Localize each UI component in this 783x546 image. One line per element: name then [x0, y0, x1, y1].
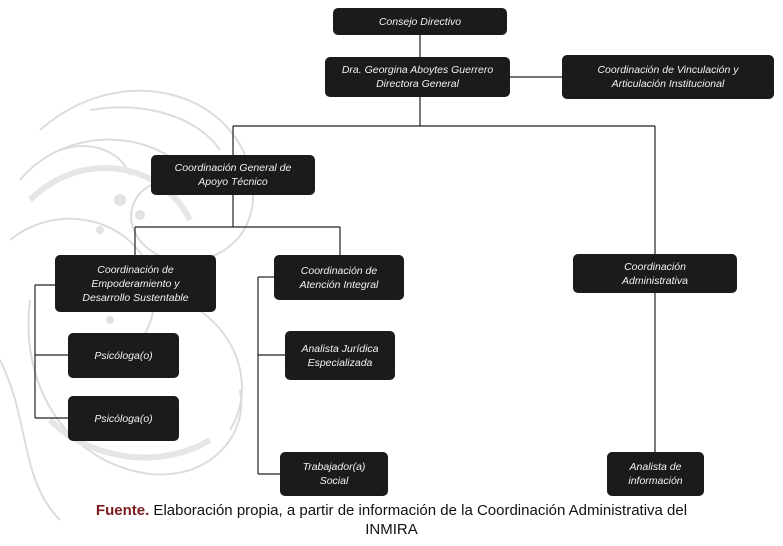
node-label: información [628, 475, 683, 487]
node-trabajador-social: Trabajador(a) Social [280, 452, 388, 496]
node-coordinacion-apoyo-tecnico: Coordinación General de Apoyo Técnico [151, 155, 315, 195]
caption-line-2: INMIRA [365, 521, 418, 538]
node-label: Apoyo Técnico [198, 176, 268, 188]
figure-caption: Fuente. Elaboración propia, a partir de … [0, 501, 783, 539]
node-psicologa-2: Psicóloga(o) [68, 396, 179, 441]
node-consejo-directivo: Consejo Directivo [333, 8, 507, 35]
node-label: Psicóloga(o) [94, 349, 153, 362]
node-label: Coordinación de [300, 264, 378, 277]
node-analista-juridica: Analista Jurídica Especializada [285, 331, 395, 380]
node-label: Coordinación General de [174, 162, 292, 174]
node-label: Analista de [629, 461, 682, 473]
node-label: Dra. Georgina Aboytes Guerrero [341, 64, 494, 76]
node-directora-general: Dra. Georgina Aboytes Guerrero Directora… [325, 57, 510, 97]
node-coordinacion-administrativa: Coordinación Administrativa [573, 254, 737, 293]
node-label: Coordinación [624, 260, 686, 273]
node-label: Analista Jurídica [301, 342, 379, 355]
caption-text: Elaboración propia, a partir de informac… [149, 502, 688, 519]
node-label: Coordinación de Vinculación y [597, 64, 739, 76]
node-label: Social [319, 475, 349, 487]
node-label: Empoderamiento y [91, 277, 180, 290]
caption-label: Fuente. [95, 502, 150, 519]
node-label: Psicóloga(o) [94, 412, 153, 425]
node-label: Especializada [307, 356, 373, 369]
node-label: Trabajador(a) [302, 461, 366, 473]
node-label: Directora General [376, 78, 459, 90]
node-label: Atención Integral [299, 278, 379, 291]
node-label: Articulación Institucional [611, 78, 725, 90]
node-label: Administrativa [622, 274, 688, 287]
node-label: Consejo Directivo [378, 15, 462, 28]
node-coordinacion-vinculacion: Coordinación de Vinculación y Articulaci… [562, 55, 774, 99]
node-label: Coordinación de [97, 263, 174, 276]
node-analista-informacion: Analista de información [607, 452, 704, 496]
node-coordinacion-empoderamiento: Coordinación de Empoderamiento y Desarro… [55, 255, 216, 312]
node-coordinacion-atencion-integral: Coordinación de Atención Integral [274, 255, 404, 300]
node-psicologa-1: Psicóloga(o) [68, 333, 179, 378]
node-label: Desarrollo Sustentable [82, 291, 189, 304]
